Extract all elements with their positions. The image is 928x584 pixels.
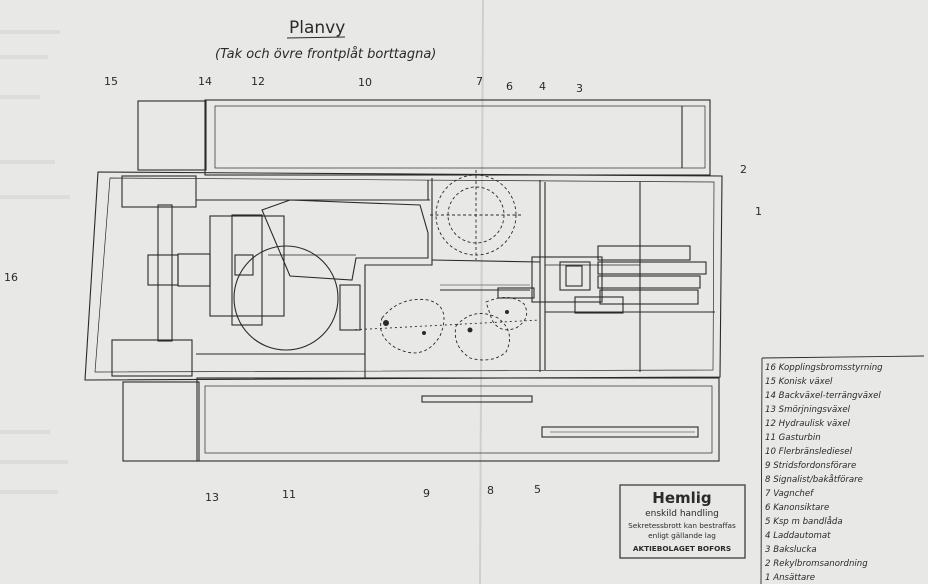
callout-9: 9 xyxy=(423,487,430,500)
stamp-line-1: enskild handling xyxy=(645,509,719,519)
legend-item-16: 16 Kopplingsbromsstyrning xyxy=(765,363,883,373)
callout-7: 7 xyxy=(476,75,483,88)
legend-item-3: 3 Bakslucka xyxy=(765,545,817,555)
legend-item-14: 14 Backväxel-terrängväxel xyxy=(765,391,881,401)
drawing-title: Planvy xyxy=(289,18,345,38)
callout-2: 2 xyxy=(740,163,747,176)
legend: 16 Kopplingsbromsstyrning 15 Konisk växe… xyxy=(760,355,925,584)
legend-item-8: 8 Signalist/bakåtförare xyxy=(765,474,863,485)
drawing-subtitle: (Tak och övre frontplåt borttagna) xyxy=(215,47,436,62)
legend-item-11: 11 Gasturbin xyxy=(765,433,821,443)
title-underline xyxy=(286,36,346,39)
stamp-line-4: AKTIEBOLAGET BOFORS xyxy=(633,544,731,553)
crew-seat-dots xyxy=(383,310,509,335)
fold-line xyxy=(479,0,484,584)
ghost-bleed-through xyxy=(0,30,70,494)
legend-item-2: 2 Rekylbromsanordning xyxy=(765,559,868,569)
vehicle-hull xyxy=(84,99,723,462)
callout-16: 16 xyxy=(4,271,18,284)
legend-item-5: 5 Ksp m bandlåda xyxy=(765,516,843,527)
crew-stations-dashed xyxy=(349,170,541,361)
legend-item-13: 13 Smörjningsväxel xyxy=(765,405,851,415)
callout-8: 8 xyxy=(487,484,494,497)
legend-left-rule xyxy=(760,357,763,584)
callout-6: 6 xyxy=(506,80,513,93)
callout-14: 14 xyxy=(198,75,212,88)
legend-top-rule xyxy=(761,355,925,359)
legend-item-15: 15 Konisk växel xyxy=(765,377,833,387)
legend-item-7: 7 Vagnchef xyxy=(765,489,815,499)
stamp-line-2: Sekretessbrott kan bestraffas xyxy=(628,521,736,530)
callout-5: 5 xyxy=(534,483,541,496)
classification-stamp: Hemlig enskild handling Sekretessbrott k… xyxy=(619,484,746,559)
callout-12: 12 xyxy=(251,75,265,88)
stamp-heading: Hemlig xyxy=(652,489,711,507)
legend-item-1: 1 Ansättare xyxy=(765,573,815,583)
legend-item-12: 12 Hydraulisk växel xyxy=(765,419,851,429)
callout-3: 3 xyxy=(576,82,583,95)
callout-10: 10 xyxy=(358,76,372,89)
callout-15: 15 xyxy=(104,75,118,88)
legend-item-9: 9 Stridsfordonsförare xyxy=(765,461,856,471)
stamp-line-3: enligt gällande lag xyxy=(648,531,716,540)
callout-11: 11 xyxy=(282,488,296,501)
legend-item-6: 6 Kanonsiktare xyxy=(765,503,829,513)
legend-item-4: 4 Laddautomat xyxy=(765,531,831,541)
callout-4: 4 xyxy=(539,80,546,93)
legend-item-10: 10 Flerbränslediesel xyxy=(765,447,853,457)
callout-1: 1 xyxy=(755,205,762,218)
callout-13: 13 xyxy=(205,491,219,504)
